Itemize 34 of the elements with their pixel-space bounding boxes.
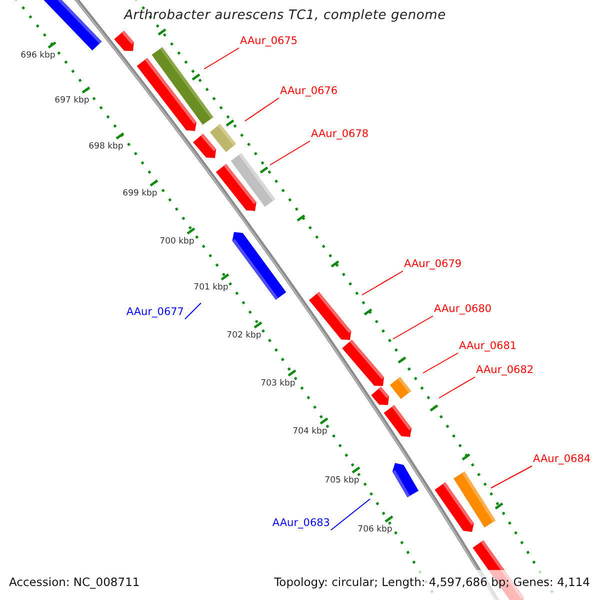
gene-label: AAur_0675: [240, 35, 298, 48]
gene-label: AAur_0684: [533, 453, 591, 466]
leader-line: [270, 140, 310, 166]
scale-label: 700 kbp: [160, 236, 194, 248]
leader-line: [184, 302, 202, 320]
scale-label: 701 kbp: [194, 282, 228, 294]
scale-label: 706 kbp: [358, 524, 392, 536]
gene-label: AAur_0677: [126, 306, 184, 319]
gene-label: AAur_0676: [280, 85, 338, 98]
scale-label: 696 kbp: [20, 50, 56, 62]
scale-label: 703 kbp: [260, 378, 296, 390]
gene-label: AAur_0680: [434, 303, 492, 316]
scale-label: 699 kbp: [122, 188, 158, 200]
gene-label: AAur_0681: [459, 340, 517, 353]
gene-label: AAur_0683: [272, 517, 330, 530]
leader-line: [392, 316, 434, 340]
leader-line: [438, 376, 476, 398]
title: Arthrobacter aurescens TC1, complete genome: [122, 8, 447, 23]
leader-line: [204, 48, 240, 70]
scale-label: 704 kbp: [292, 426, 328, 438]
gene-label: AAur_0682: [476, 364, 534, 377]
leader-line: [244, 98, 280, 122]
scale-label: 705 kbp: [324, 476, 360, 486]
scale-label: 698 kbp: [88, 142, 124, 152]
leader-line: [330, 498, 370, 530]
genome-info: Topology: circular; Length: 4,597,686 bp; Genes: 4,114: [274, 575, 590, 589]
accession-text: Accession: NC_008711: [9, 575, 140, 589]
gene-label: AAur_0679: [404, 258, 462, 271]
scale-label: 702 kbp: [226, 330, 262, 342]
leader-line: [422, 352, 458, 374]
scale-label: 697 kbp: [54, 96, 90, 106]
gene-label: AAur_0678: [311, 128, 369, 141]
leader-line: [490, 466, 532, 488]
leader-line: [362, 270, 404, 296]
